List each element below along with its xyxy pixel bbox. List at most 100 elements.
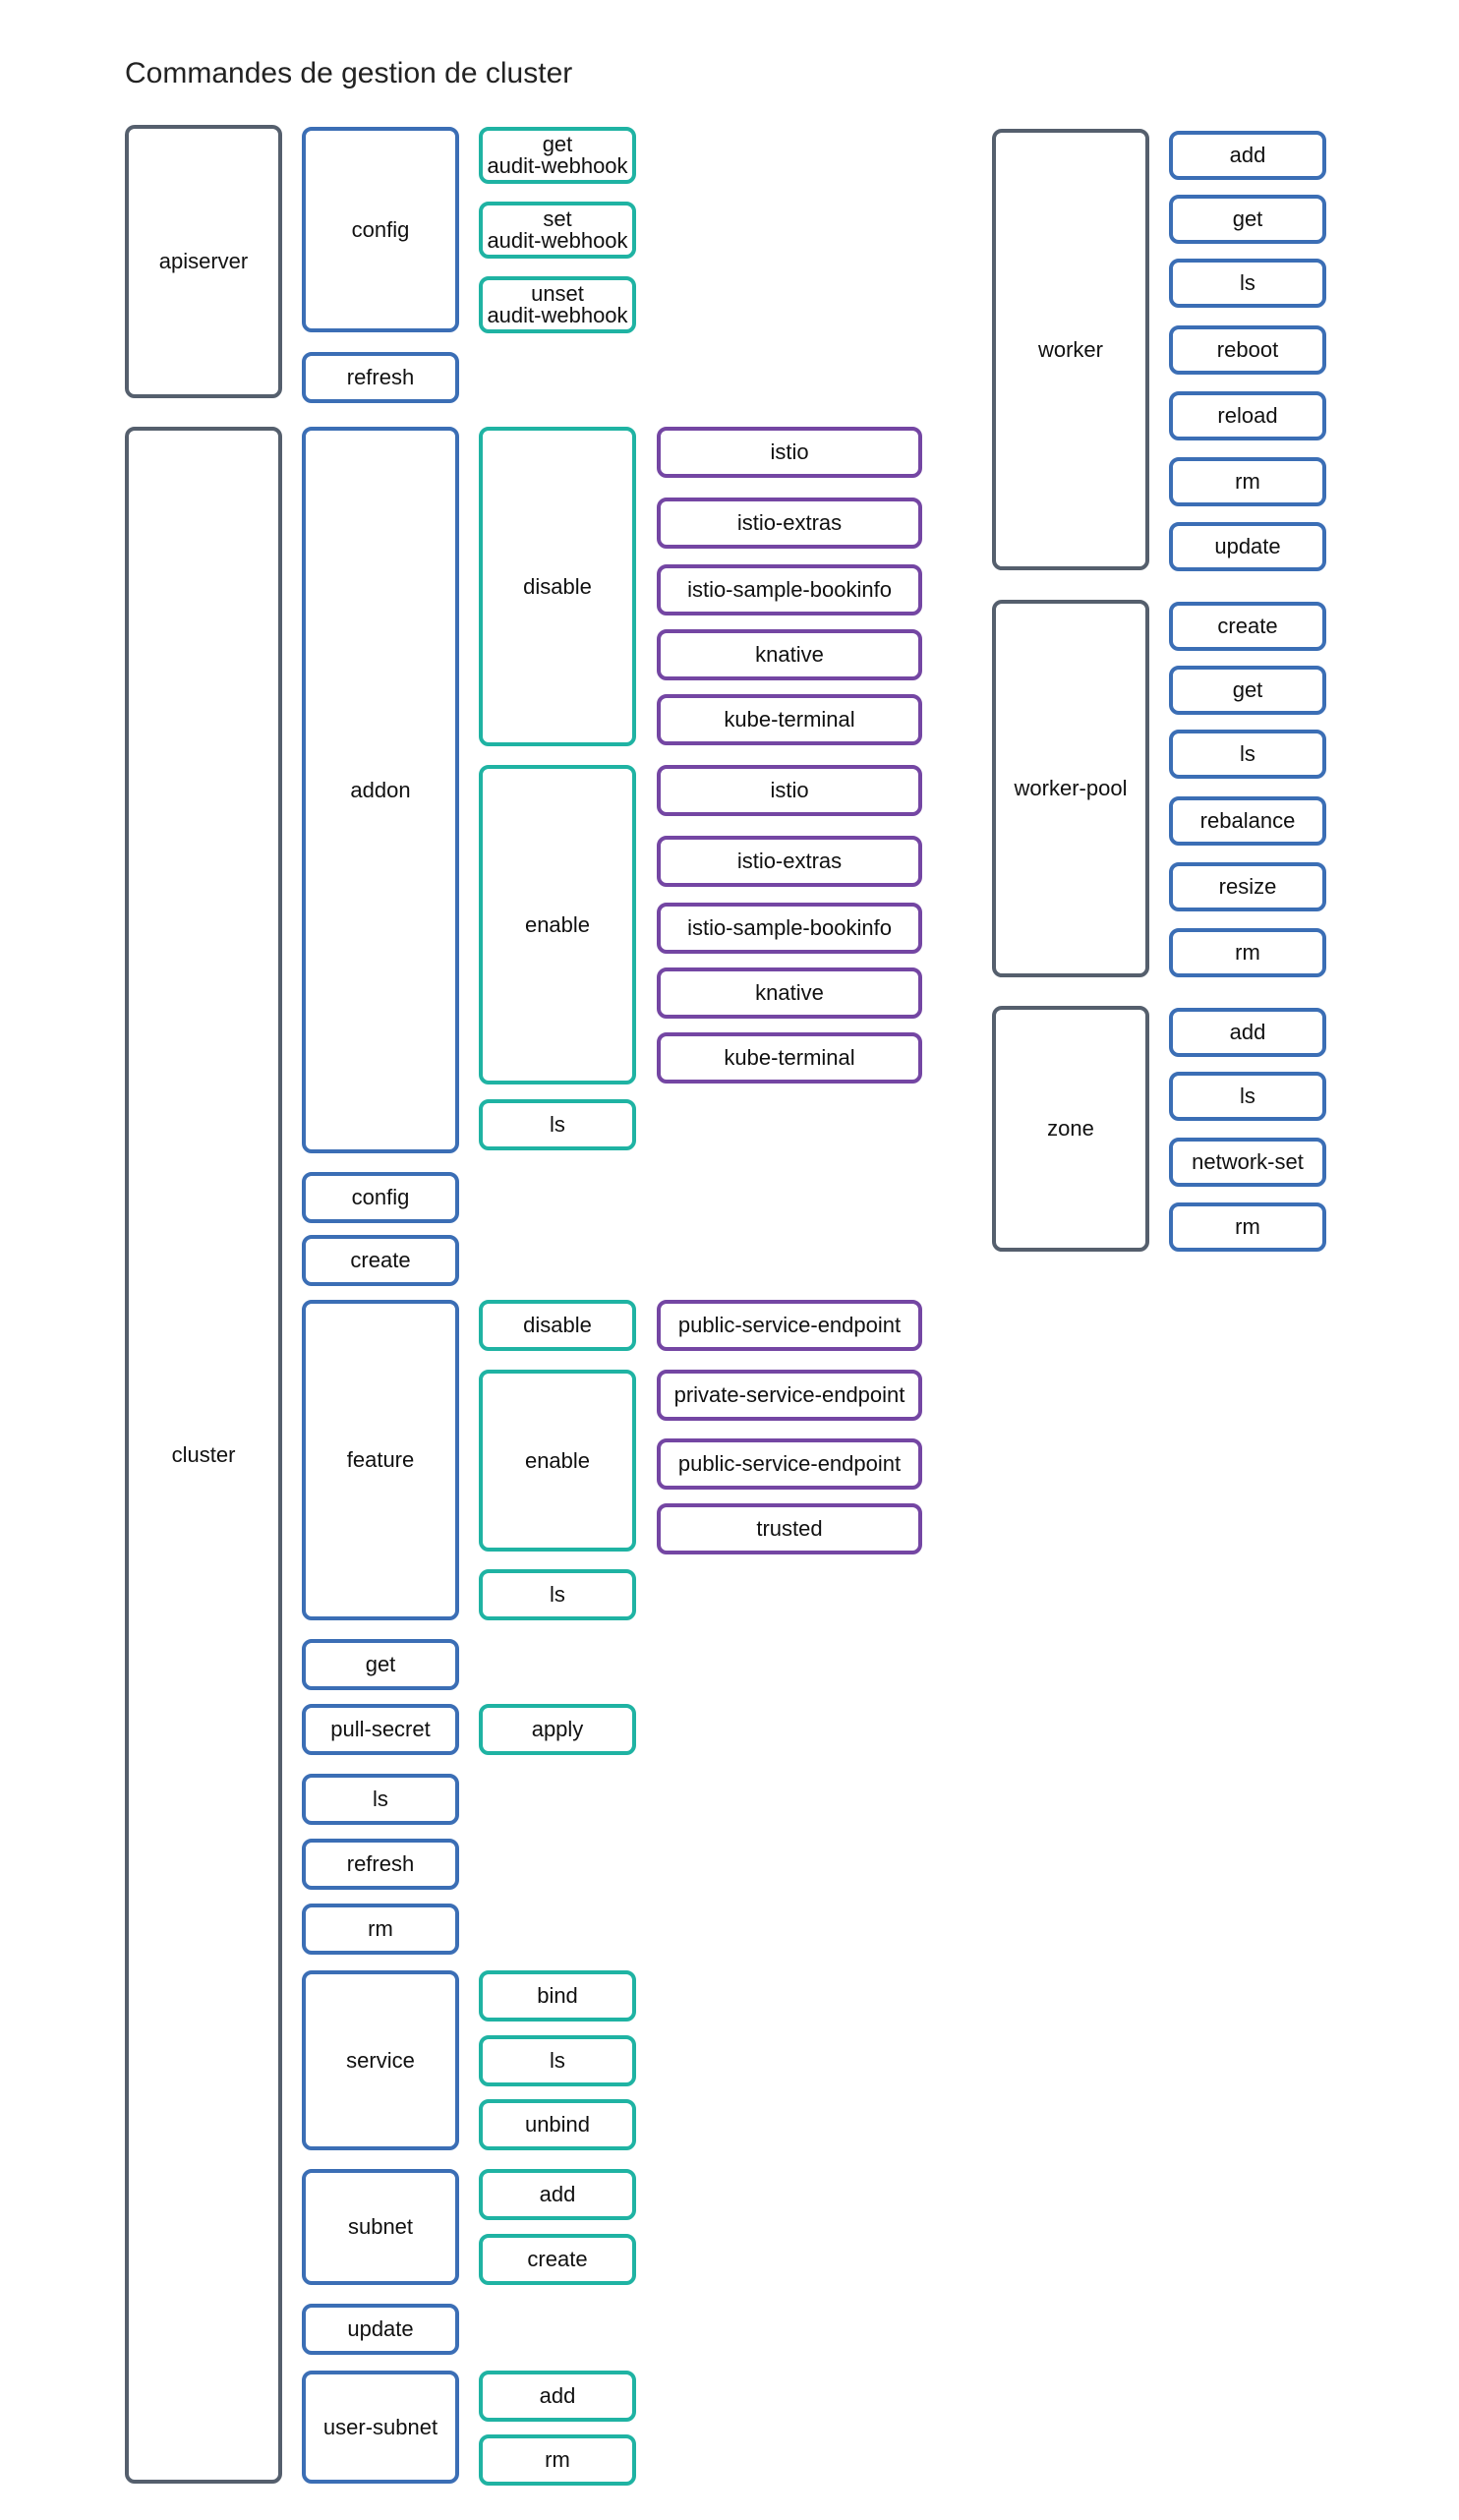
node-zone-add: add: [1169, 1008, 1326, 1057]
node-apiserver-config-get-audit-webhook: get audit-webhook: [479, 127, 636, 184]
node-label: add: [1229, 1020, 1266, 1044]
node-cluster-feature-enable-trusted: trusted: [657, 1503, 922, 1554]
node-label: reboot: [1216, 337, 1279, 362]
node-label: config: [351, 216, 410, 242]
node-label: set audit-webhook: [487, 206, 628, 253]
node-label: network-set: [1192, 1149, 1304, 1174]
node-label: pull-secret: [330, 1717, 431, 1741]
node-label: enable: [524, 911, 591, 937]
node-label: worker-pool: [1014, 776, 1128, 800]
node-label: create: [350, 1248, 411, 1272]
node-worker-reload: reload: [1169, 391, 1326, 440]
node-label: refresh: [346, 365, 415, 389]
node-cluster-pull-secret: pull-secret: [302, 1704, 459, 1755]
node-worker-pool-rm: rm: [1169, 928, 1326, 977]
node-label: add: [1229, 143, 1266, 167]
node-label: public-service-endpoint: [677, 1451, 902, 1476]
node-cluster-addon-enable-istio-sample-bookinfo: istio-sample-bookinfo: [657, 903, 922, 954]
node-label: unbind: [524, 2112, 591, 2137]
node-worker-get: get: [1169, 195, 1326, 244]
node-worker-update: update: [1169, 522, 1326, 571]
node-worker-ls: ls: [1169, 259, 1326, 308]
node-label: ls: [550, 1112, 565, 1137]
node-cluster-addon-disable-istio-sample-bookinfo: istio-sample-bookinfo: [657, 564, 922, 615]
node-label: public-service-endpoint: [677, 1313, 902, 1337]
node-cluster-service: service: [302, 1970, 459, 2150]
node-label: cluster: [171, 1442, 236, 1467]
node-label: zone: [1047, 1116, 1094, 1141]
node-worker-pool-get: get: [1169, 666, 1326, 715]
node-label: config: [351, 1185, 410, 1209]
node-label: feature: [346, 1447, 415, 1472]
node-cluster-addon-disable-kube-terminal: kube-terminal: [657, 694, 922, 745]
node-label: create: [527, 2247, 588, 2271]
node-label: service: [346, 2047, 415, 2073]
node-cluster-rm: rm: [302, 1904, 459, 1955]
node-cluster-refresh: refresh: [302, 1839, 459, 1890]
node-zone-rm: rm: [1169, 1202, 1326, 1252]
node-label: trusted: [756, 1516, 823, 1541]
node-label: worker: [1037, 336, 1103, 362]
node-label: apiserver: [158, 249, 249, 273]
node-cluster-feature-disable: disable: [479, 1300, 636, 1351]
node-worker-pool: worker-pool: [992, 600, 1149, 977]
node-worker-pool-rebalance: rebalance: [1169, 796, 1326, 846]
node-label: unset audit-webhook: [487, 281, 628, 327]
node-cluster-addon-enable-knative: knative: [657, 967, 922, 1019]
node-worker-pool-ls: ls: [1169, 730, 1326, 779]
node-cluster-create: create: [302, 1235, 459, 1286]
node-label: apply: [531, 1717, 584, 1741]
node-cluster-addon-ls: ls: [479, 1099, 636, 1150]
node-label: istio-extras: [736, 849, 843, 873]
node-worker-add: add: [1169, 131, 1326, 180]
node-label: user-subnet: [322, 2414, 438, 2439]
node-label: ls: [373, 1787, 388, 1811]
node-label: get: [1232, 677, 1263, 702]
node-cluster-update: update: [302, 2304, 459, 2355]
node-cluster-feature-ls: ls: [479, 1569, 636, 1620]
node-label: rm: [1235, 1214, 1260, 1239]
node-cluster-addon-enable-istio-extras: istio-extras: [657, 836, 922, 887]
node-cluster-ls: ls: [302, 1774, 459, 1825]
node-label: istio-sample-bookinfo: [687, 577, 892, 602]
node-apiserver: apiserver: [125, 125, 282, 398]
node-label: rm: [1235, 469, 1260, 494]
node-label: disable: [523, 573, 592, 599]
node-label: create: [1217, 614, 1278, 638]
node-zone-network-set: network-set: [1169, 1138, 1326, 1187]
node-worker-reboot: reboot: [1169, 325, 1326, 375]
node-apiserver-config-set-audit-webhook: set audit-webhook: [479, 202, 636, 259]
node-apiserver-config-unset-audit-webhook: unset audit-webhook: [479, 276, 636, 333]
node-cluster-subnet-create: create: [479, 2234, 636, 2285]
node-cluster-addon-enable-istio: istio: [657, 765, 922, 816]
node-label: knative: [755, 642, 824, 667]
node-cluster-addon-disable: disable: [479, 427, 636, 746]
node-label: ls: [1240, 270, 1255, 295]
node-label: ls: [550, 1582, 565, 1607]
node-apiserver-refresh: refresh: [302, 352, 459, 403]
node-cluster-feature-enable-public-service-endpoint: public-service-endpoint: [657, 1438, 922, 1490]
node-label: reload: [1217, 403, 1278, 428]
node-label: rm: [368, 1916, 393, 1941]
node-cluster-subnet-add: add: [479, 2169, 636, 2220]
node-cluster-get: get: [302, 1639, 459, 1690]
node-cluster-addon-enable: enable: [479, 765, 636, 1084]
node-label: bind: [537, 1983, 578, 2008]
node-label: update: [347, 2316, 414, 2341]
node-label: resize: [1218, 874, 1277, 899]
node-label: get: [1232, 206, 1263, 231]
node-cluster-user-subnet-add: add: [479, 2371, 636, 2422]
node-zone: zone: [992, 1006, 1149, 1252]
node-label: rm: [545, 2447, 570, 2472]
node-cluster-addon-disable-knative: knative: [657, 629, 922, 680]
node-label: istio-sample-bookinfo: [687, 915, 892, 940]
node-label: disable: [523, 1313, 592, 1337]
node-label: istio: [770, 440, 809, 464]
node-cluster-feature-enable: enable: [479, 1370, 636, 1552]
node-cluster-addon: addon: [302, 427, 459, 1153]
node-label: rm: [1235, 940, 1260, 965]
node-cluster-feature-disable-public-service-endpoint: public-service-endpoint: [657, 1300, 922, 1351]
node-cluster-addon-disable-istio: istio: [657, 427, 922, 478]
node-zone-ls: ls: [1169, 1072, 1326, 1121]
